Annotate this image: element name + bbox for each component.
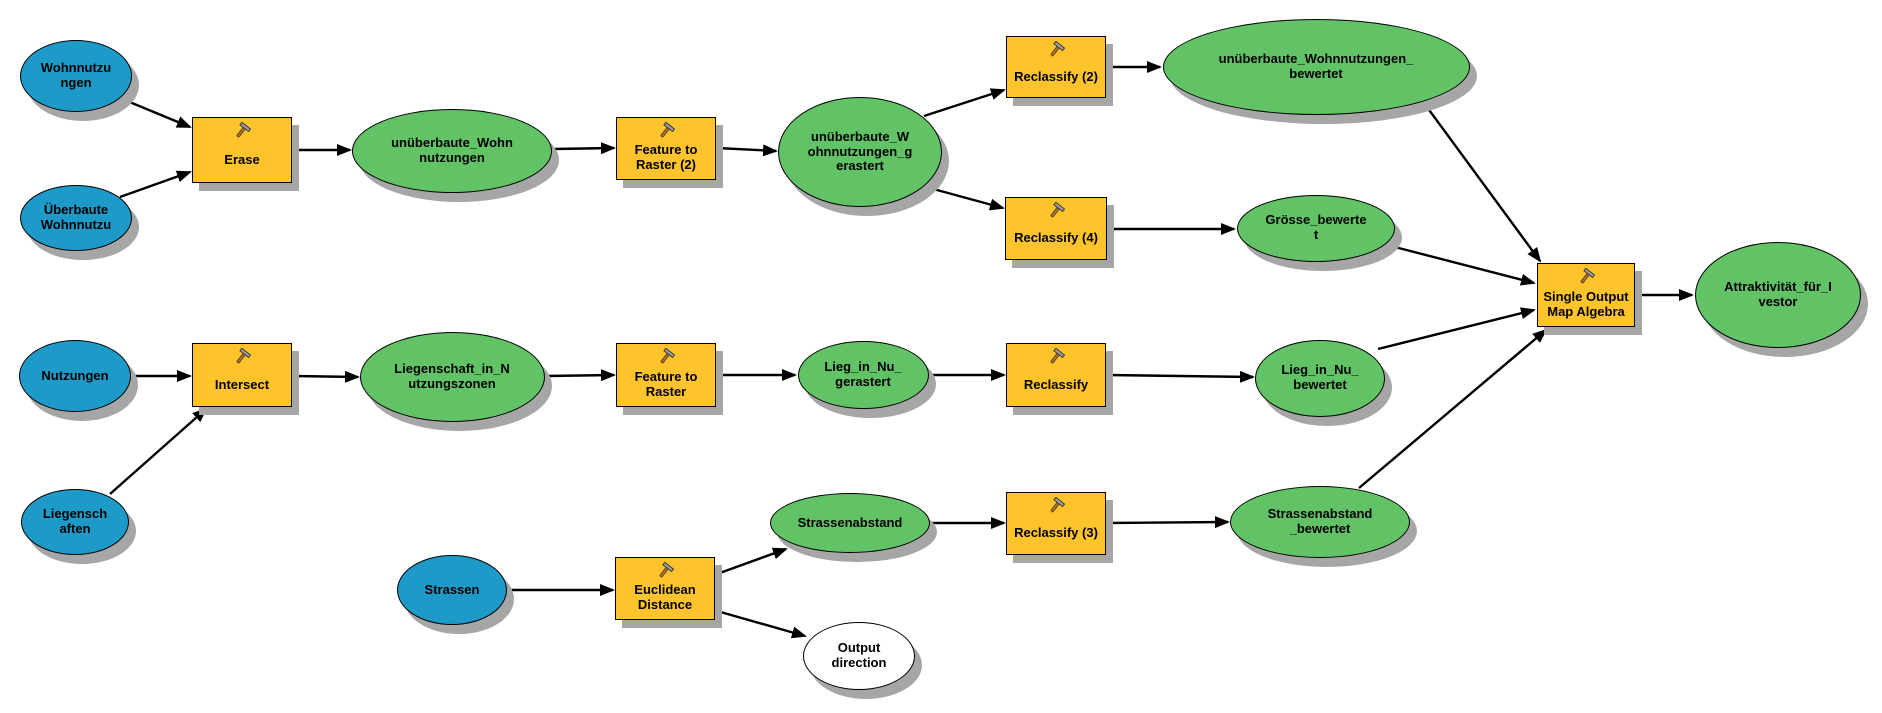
tool-erase-label: Erase [224, 151, 260, 167]
derived-attraktivitaet-fuer-investor-label: Attraktivität_für_I vestor [1724, 279, 1832, 309]
connector-tool-euclidean-distance-to-derived-strassenabstand[interactable] [716, 547, 788, 576]
connector-tool-euclidean-distance-to-output-direction[interactable] [716, 609, 807, 639]
tool-single-output-map-algebra[interactable]: Single Output Map Algebra [1537, 263, 1635, 327]
tool-reclassify-2[interactable]: Reclassify (2) [1006, 36, 1106, 98]
tool-reclassify-3-label: Reclassify (3) [1014, 524, 1098, 540]
output-direction-label: Output direction [831, 640, 887, 670]
derived-unueberbaute-wohnnutzungen-bewertet-label: unüberbaute_Wohnnutzungen_ bewertet [1218, 51, 1414, 81]
tool-feature-to-raster-2[interactable]: Feature to Raster (2) [616, 116, 716, 180]
connector-tool-intersect-to-derived-liegenschaft-in-nutzungszonen[interactable] [292, 370, 360, 383]
derived-attraktivitaet-fuer-investor[interactable]: Attraktivität_für_I vestor [1695, 242, 1861, 348]
derived-strassenabstand-bewertet-label: Strassenabstand _bewertet [1267, 506, 1373, 536]
connector-derived-unueberbaute-wohnnutzungen-to-tool-feature-to-raster-2[interactable] [552, 142, 616, 155]
input-ueberbaute-wohnnutzungen[interactable]: Überbaute Wohnnutzu [20, 185, 132, 251]
derived-lieg-in-nu-bewertet-label: Lieg_in_Nu_ bewertet [1281, 362, 1359, 392]
input-ueberbaute-wohnnutzungen-label: Überbaute Wohnnutzu [40, 202, 112, 232]
tool-erase[interactable]: Erase [192, 117, 292, 183]
tool-feature-to-raster-2-label: Feature to Raster (2) [634, 142, 698, 172]
tool-reclassify[interactable]: Reclassify [1006, 343, 1106, 407]
input-wohnnutzungen-label: Wohnnutzu ngen [40, 60, 112, 90]
derived-unueberbaute-wohnnutzungen-label: unüberbaute_Wohn nutzungen [391, 135, 513, 165]
hammer-icon [1046, 201, 1066, 220]
input-nutzungen[interactable]: Nutzungen [19, 340, 131, 412]
connector-derived-lieg-in-nu-bewertet-to-tool-single-output-map-algebra[interactable] [1377, 307, 1536, 351]
tool-reclassify-4-label: Reclassify (4) [1014, 229, 1098, 245]
input-liegenschaften-label: Liegensch aften [42, 506, 108, 536]
tool-reclassify-4[interactable]: Reclassify (4) [1005, 196, 1107, 260]
connector-derived-groesse-bewertet-to-tool-single-output-map-algebra[interactable] [1390, 244, 1536, 286]
connector-derived-unueberbaute-wohnnutzungen-gerastert-to-tool-reclassify-2[interactable] [923, 88, 1006, 118]
connector-input-liegenschaften-to-tool-intersect[interactable] [109, 407, 208, 495]
connector-derived-unueberbaute-wohnnutzungen-bewertet-to-tool-single-output-map-algebra[interactable] [1423, 102, 1542, 263]
derived-strassenabstand-label: Strassenabstand [797, 514, 903, 530]
derived-lieg-in-nu-gerastert[interactable]: Lieg_in_Nu_ gerastert [797, 341, 929, 409]
derived-groesse-bewertet[interactable]: Grösse_bewerte t [1237, 194, 1395, 262]
input-nutzungen-label: Nutzungen [41, 367, 109, 383]
connector-derived-liegenschaft-in-nutzungszonen-to-tool-feature-to-raster[interactable] [545, 369, 616, 382]
input-strassen-label: Strassen [424, 581, 480, 597]
derived-unueberbaute-wohnnutzungen[interactable]: unüberbaute_Wohn nutzungen [352, 109, 552, 193]
hammer-icon [1576, 267, 1596, 286]
connector-tool-feature-to-raster-2-to-derived-unueberbaute-wohnnutzungen-gerastert[interactable] [716, 144, 778, 157]
hammer-icon [232, 347, 252, 366]
derived-liegenschaft-in-nutzungszonen-label: Liegenschaft_in_N utzungszonen [394, 361, 510, 391]
output-direction[interactable]: Output direction [803, 622, 915, 690]
connector-input-ueberbaute-wohnnutzungen-to-tool-erase[interactable] [119, 170, 192, 199]
hammer-icon [1046, 347, 1066, 366]
derived-strassenabstand-bewertet[interactable]: Strassenabstand _bewertet [1230, 486, 1410, 558]
hammer-icon [232, 121, 252, 140]
derived-liegenschaft-in-nutzungszonen[interactable]: Liegenschaft_in_N utzungszonen [359, 332, 545, 422]
derived-strassenabstand[interactable]: Strassenabstand [770, 493, 930, 553]
connector-derived-strassenabstand-bewertet-to-tool-single-output-map-algebra[interactable] [1358, 328, 1548, 489]
connector-input-wohnnutzungen-to-tool-erase[interactable] [119, 96, 192, 129]
hammer-icon [656, 121, 676, 140]
tool-intersect-label: Intersect [214, 376, 270, 392]
derived-unueberbaute-wohnnutzungen-bewertet[interactable]: unüberbaute_Wohnnutzungen_ bewertet [1162, 19, 1470, 115]
derived-lieg-in-nu-bewertet[interactable]: Lieg_in_Nu_ bewertet [1255, 339, 1385, 417]
hammer-icon [1046, 40, 1066, 59]
input-strassen[interactable]: Strassen [397, 555, 507, 625]
tool-reclassify-2-label: Reclassify (2) [1014, 68, 1098, 84]
tool-euclidean-distance-label: Euclidean Distance [634, 582, 696, 612]
hammer-icon [656, 347, 676, 366]
hammer-icon [1046, 496, 1066, 515]
tool-reclassify-3[interactable]: Reclassify (3) [1006, 491, 1106, 555]
derived-groesse-bewertet-label: Grösse_bewerte t [1265, 212, 1367, 242]
connector-tool-reclassify-3-to-derived-strassenabstand-bewertet[interactable] [1106, 516, 1230, 529]
tool-euclidean-distance[interactable]: Euclidean Distance [615, 556, 715, 620]
tool-feature-to-raster-label: Feature to Raster [634, 369, 698, 399]
tool-feature-to-raster[interactable]: Feature to Raster [616, 343, 716, 407]
input-liegenschaften[interactable]: Liegensch aften [21, 489, 129, 555]
hammer-icon [655, 561, 675, 580]
connector-derived-unueberbaute-wohnnutzungen-gerastert-to-tool-reclassify-4[interactable] [925, 185, 1005, 211]
connector-tool-reclassify-to-derived-lieg-in-nu-bewertet[interactable] [1106, 370, 1255, 383]
derived-unueberbaute-wohnnutzungen-gerastert[interactable]: unüberbaute_W ohnnutzungen_g erastert [778, 97, 942, 207]
tool-intersect[interactable]: Intersect [192, 343, 292, 407]
derived-unueberbaute-wohnnutzungen-gerastert-label: unüberbaute_W ohnnutzungen_g erastert [807, 128, 913, 174]
derived-lieg-in-nu-gerastert-label: Lieg_in_Nu_ gerastert [824, 359, 902, 389]
tool-reclassify-label: Reclassify [1023, 376, 1089, 392]
tool-single-output-map-algebra-label: Single Output Map Algebra [1543, 289, 1629, 319]
input-wohnnutzungen[interactable]: Wohnnutzu ngen [20, 40, 132, 112]
